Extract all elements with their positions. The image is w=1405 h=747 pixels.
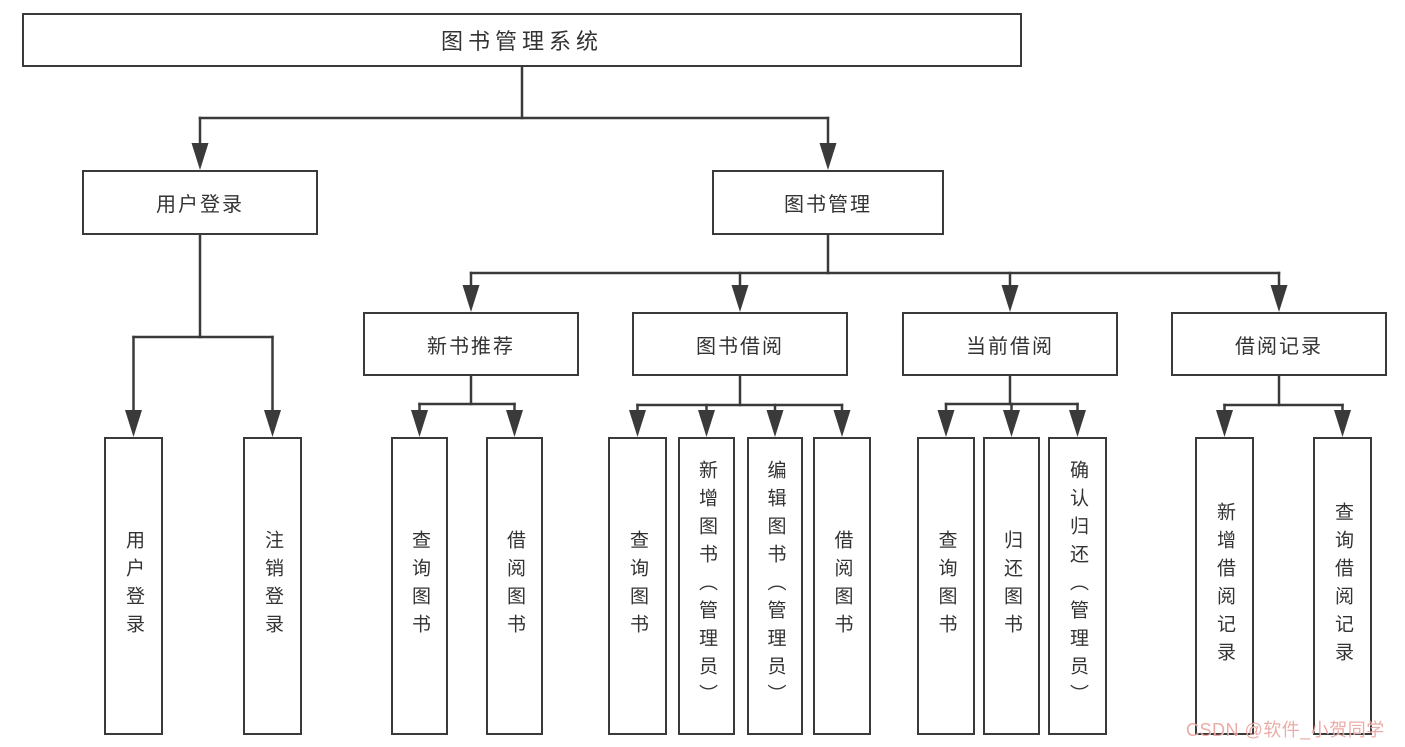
node-bb_borrow: 借阅图书: [813, 437, 871, 735]
node-label-records: 借阅记录: [1235, 335, 1323, 358]
node-cur_confirm: 确认归还（管理员）: [1048, 437, 1107, 735]
node-label-rec_query: 查询图书: [409, 530, 430, 642]
node-rcd_add: 新增借阅记录: [1195, 437, 1254, 735]
arrowhead-login-logout: [264, 410, 281, 437]
node-login: 用户登录: [82, 170, 318, 235]
arrowhead-borrow-bb_query: [629, 410, 646, 437]
node-label-bb_borrow: 借阅图书: [831, 530, 853, 642]
arrowhead-borrow-bb_borrow: [833, 410, 851, 437]
arrowhead-current-cur_confirm: [1069, 410, 1086, 437]
node-label-bb_query: 查询图书: [627, 530, 648, 642]
arrowhead-borrow-bb_add: [698, 410, 715, 437]
node-label-current: 当前借阅: [966, 335, 1054, 358]
node-bb_add: 新增图书（管理员）: [678, 437, 735, 735]
arrowhead-root-mgmt: [819, 143, 837, 170]
node-label-cur_return: 归还图书: [1001, 530, 1022, 642]
arrowhead-borrow-bb_edit: [766, 410, 784, 437]
arrowhead-current-cur_return: [1003, 410, 1020, 437]
node-bb_query: 查询图书: [608, 437, 667, 735]
node-records: 借阅记录: [1171, 312, 1387, 376]
node-rcd_query: 查询借阅记录: [1313, 437, 1372, 735]
arrowhead-rec-rec_query: [411, 410, 428, 437]
node-label-logout: 注销登录: [262, 530, 283, 642]
watermark: CSDN @软件_小贺同学: [1186, 720, 1385, 740]
node-label-login: 用户登录: [156, 194, 244, 216]
node-label-user_login: 用户登录: [123, 530, 144, 642]
node-label-rcd_add: 新增借阅记录: [1214, 502, 1235, 670]
node-label-borrow: 图书借阅: [696, 335, 784, 358]
arrowhead-login-user_login: [125, 410, 142, 437]
node-borrow: 图书借阅: [632, 312, 848, 376]
node-user_login: 用户登录: [104, 437, 163, 735]
node-rec_query: 查询图书: [391, 437, 448, 735]
arrowhead-rec-rec_borrow: [506, 410, 523, 437]
arrowhead-current-cur_query: [937, 410, 955, 437]
arrowhead-mgmt-rec: [462, 285, 480, 312]
node-logout: 注销登录: [243, 437, 302, 735]
node-label-rec_borrow: 借阅图书: [504, 530, 525, 642]
node-label-mgmt: 图书管理: [784, 194, 872, 216]
node-bb_edit: 编辑图书（管理员）: [747, 437, 803, 735]
node-label-rcd_query: 查询借阅记录: [1332, 502, 1353, 670]
node-label-rec: 新书推荐: [427, 335, 515, 358]
arrowhead-mgmt-records: [1270, 285, 1288, 312]
node-root: 图书管理系统: [22, 13, 1022, 67]
arrowhead-records-rcd_query: [1334, 410, 1351, 437]
arrowhead-mgmt-borrow: [731, 285, 749, 312]
node-mgmt: 图书管理: [712, 170, 944, 235]
arrowhead-mgmt-current: [1001, 285, 1019, 312]
node-rec_borrow: 借阅图书: [486, 437, 543, 735]
node-current: 当前借阅: [902, 312, 1118, 376]
node-label-cur_query: 查询图书: [935, 530, 957, 642]
node-label-bb_edit: 编辑图书（管理员）: [764, 460, 786, 712]
node-label-bb_add: 新增图书（管理员）: [696, 460, 717, 712]
arrowhead-records-rcd_add: [1216, 410, 1233, 437]
arrowhead-root-login: [191, 143, 209, 170]
node-rec: 新书推荐: [363, 312, 579, 376]
node-cur_query: 查询图书: [917, 437, 975, 735]
node-cur_return: 归还图书: [983, 437, 1040, 735]
node-label-root: 图书管理系统: [440, 29, 603, 54]
node-label-cur_confirm: 确认归还（管理员）: [1067, 460, 1088, 712]
